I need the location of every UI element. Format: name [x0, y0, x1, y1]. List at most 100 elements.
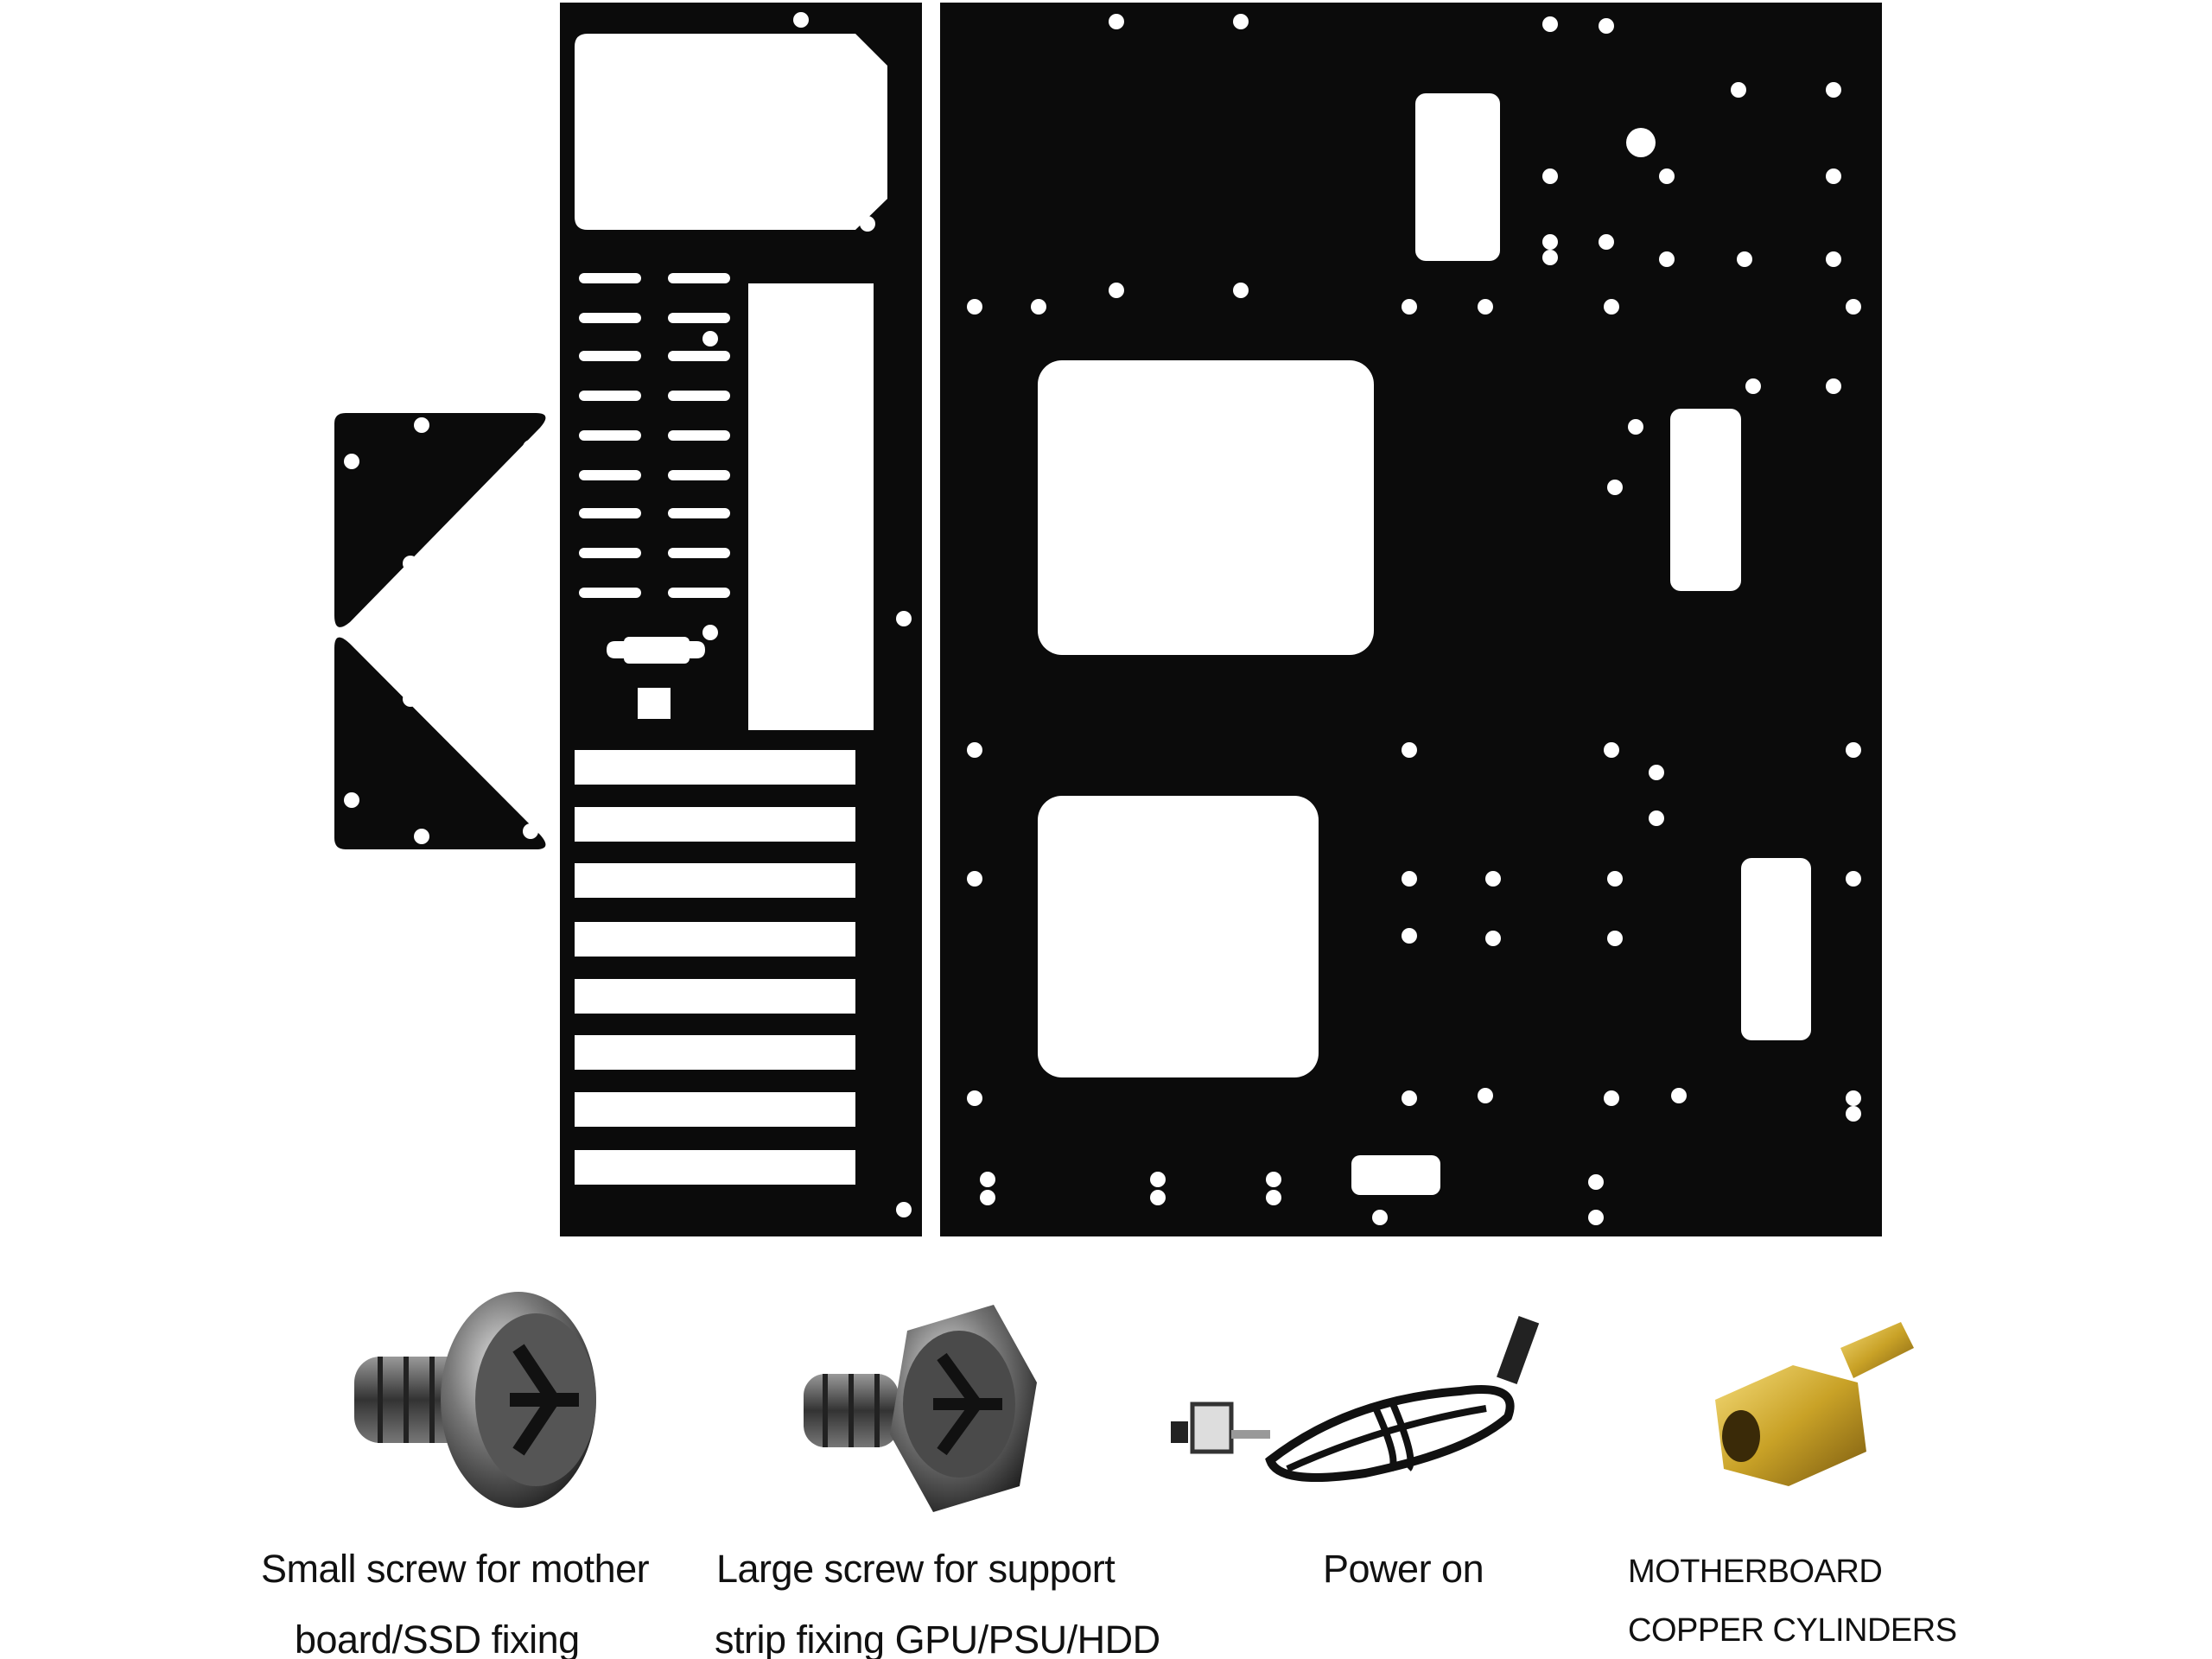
- mounting-hole: [1402, 928, 1417, 944]
- mounting-hole: [1588, 1210, 1604, 1225]
- mounting-hole: [1826, 378, 1841, 394]
- mounting-hole: [980, 1190, 995, 1205]
- vent-slot: [579, 588, 641, 598]
- mounting-hole: [1485, 871, 1501, 887]
- mounting-hole: [403, 691, 418, 707]
- mounting-hole: [523, 440, 538, 455]
- mounting-hole: [344, 792, 359, 808]
- vent-slot: [668, 313, 730, 323]
- caption-power-on: Power on: [1323, 1547, 1484, 1591]
- mounting-hole: [1826, 168, 1841, 184]
- mounting-hole: [896, 1202, 912, 1217]
- mounting-hole: [1628, 419, 1643, 435]
- caption-small-screw-line1: Small screw for mother: [261, 1547, 650, 1591]
- mounting-hole: [1659, 251, 1675, 267]
- small-screw-image: [354, 1292, 596, 1508]
- mounting-hole: [1402, 299, 1417, 315]
- mounting-hole: [1372, 1210, 1388, 1225]
- mounting-hole: [1485, 931, 1501, 946]
- mounting-hole: [1542, 234, 1558, 250]
- mounting-hole: [793, 12, 809, 28]
- pci-slot-cutout: [575, 807, 855, 842]
- mounting-hole: [1109, 283, 1124, 298]
- vent-slot: [579, 391, 641, 401]
- motherboard-tray: [940, 3, 1882, 1236]
- mounting-hole: [1266, 1190, 1281, 1205]
- caption-small-screw-line2: board/SSD fixing: [295, 1618, 580, 1659]
- vent-slot: [579, 351, 641, 361]
- mounting-hole: [702, 331, 718, 346]
- mounting-hole: [1542, 250, 1558, 265]
- bracket-triangle-bottom: [334, 637, 546, 849]
- caption-large-screw-line2: strip fixing GPU/PSU/HDD: [715, 1618, 1160, 1659]
- mounting-hole: [1402, 1090, 1417, 1106]
- mounting-hole: [1233, 283, 1249, 298]
- pci-slot-cutout: [575, 750, 855, 785]
- mounting-hole: [1607, 931, 1623, 946]
- mounting-hole: [1031, 299, 1046, 315]
- mounting-hole: [1649, 765, 1664, 780]
- vent-slot: [579, 470, 641, 480]
- mounting-hole: [414, 417, 429, 433]
- mounting-hole: [1402, 871, 1417, 887]
- expansion-cutout: [748, 283, 874, 730]
- mounting-hole: [967, 299, 982, 315]
- large-screw-image: [804, 1305, 1037, 1512]
- mounting-hole: [1542, 168, 1558, 184]
- mounting-hole: [1599, 18, 1614, 34]
- caption-copper-line1: MOTHERBOARD: [1628, 1554, 1883, 1590]
- vent-slot: [668, 273, 730, 283]
- mounting-hole: [1826, 82, 1841, 98]
- mounting-hole: [414, 829, 429, 844]
- vent-slot: [668, 508, 730, 518]
- mounting-hole: [1588, 1174, 1604, 1190]
- vent-slot: [668, 588, 730, 598]
- mounting-hole: [1737, 251, 1752, 267]
- mounting-hole: [1846, 742, 1861, 758]
- pci-slot-cutout: [575, 922, 855, 957]
- square-cutout: [638, 688, 671, 719]
- mounting-hole: [1478, 1088, 1493, 1103]
- mounting-hole: [1109, 14, 1124, 29]
- mounting-hole: [967, 1090, 982, 1106]
- mounting-hole: [860, 216, 875, 232]
- mounting-hole: [523, 823, 538, 839]
- mounting-hole: [980, 1172, 995, 1187]
- mounting-hole: [1846, 1090, 1861, 1106]
- mounting-hole: [1604, 742, 1619, 758]
- mounting-hole: [344, 454, 359, 469]
- vent-slot: [668, 548, 730, 558]
- mounting-hole: [1731, 82, 1746, 98]
- mounting-hole: [1826, 251, 1841, 267]
- mounting-hole: [967, 871, 982, 887]
- mounting-hole: [1233, 14, 1249, 29]
- pci-slot-cutout: [575, 1035, 855, 1070]
- mounting-hole: [1604, 299, 1619, 315]
- mounting-hole: [1649, 810, 1664, 826]
- vent-slot: [668, 391, 730, 401]
- mounting-hole: [1599, 234, 1614, 250]
- mounting-hole: [1604, 1090, 1619, 1106]
- mounting-hole: [702, 625, 718, 640]
- lower-cutout: [1038, 796, 1319, 1077]
- mounting-hole: [1266, 1172, 1281, 1187]
- mounting-hole: [1607, 871, 1623, 887]
- mounting-hole: [1150, 1190, 1166, 1205]
- mounting-hole: [1626, 128, 1656, 157]
- cpu-cutout: [1038, 360, 1374, 655]
- mounting-hole: [1542, 16, 1558, 32]
- mounting-hole: [1846, 871, 1861, 887]
- mounting-hole: [967, 742, 982, 758]
- mounting-hole: [1846, 299, 1861, 315]
- bracket-triangle-top: [334, 413, 546, 627]
- mounting-hole: [1671, 1088, 1687, 1103]
- vent-slot: [668, 351, 730, 361]
- mounting-hole: [1402, 742, 1417, 758]
- io-panel: [560, 3, 922, 1236]
- pci-slot-cutout: [575, 863, 855, 898]
- pci-slot-cutout: [575, 1092, 855, 1127]
- vent-slot: [668, 430, 730, 441]
- psu-cutout: [575, 34, 887, 230]
